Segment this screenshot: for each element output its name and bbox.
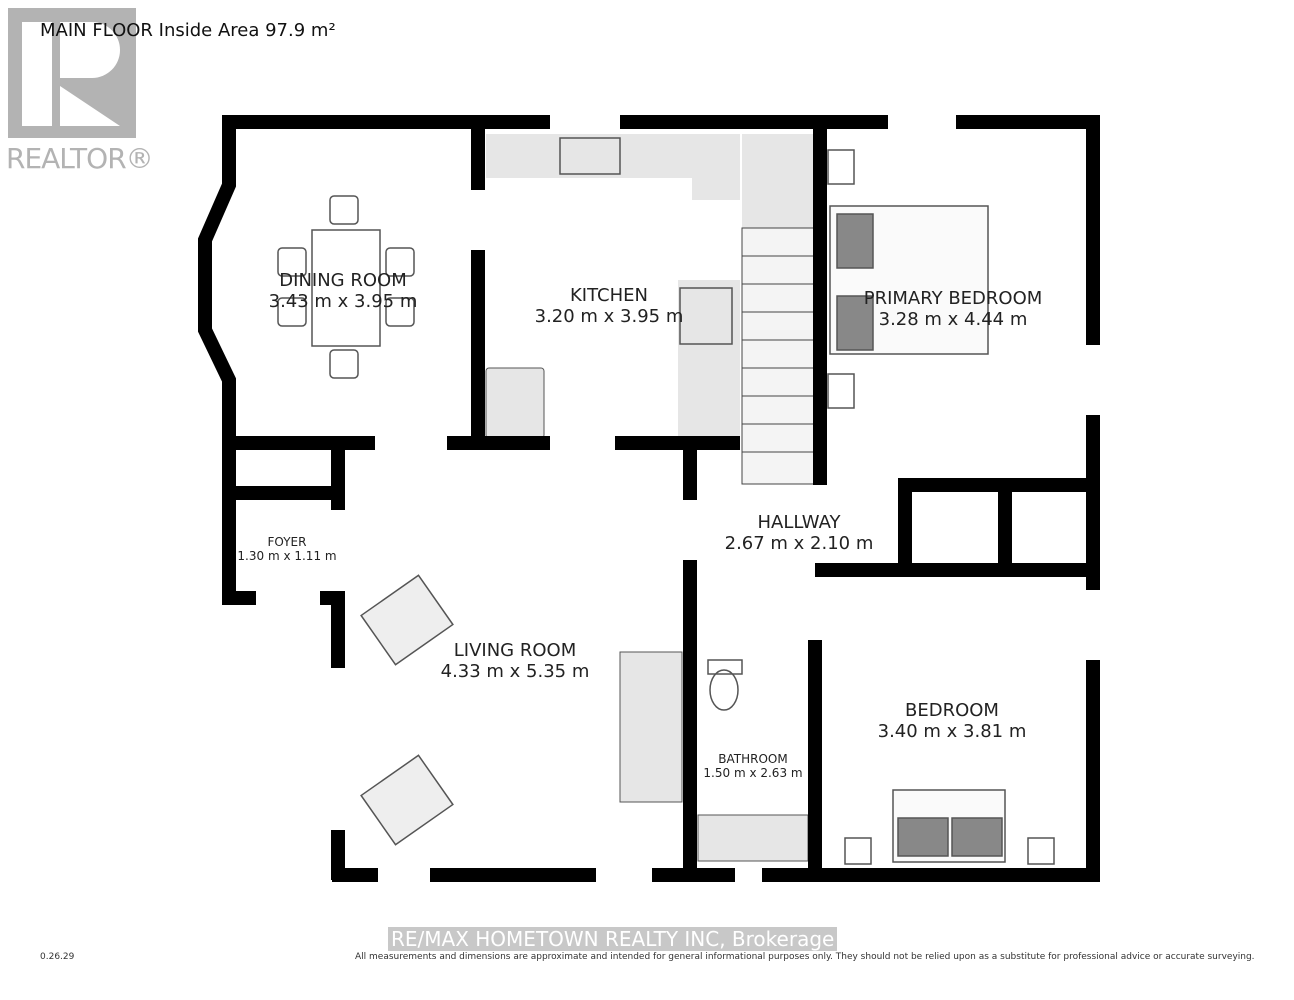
room-dimensions: 3.28 m x 4.44 m: [878, 309, 1028, 330]
counters: [485, 134, 818, 862]
room-dimensions: 2.67 m x 2.10 m: [724, 533, 874, 554]
realtor-logo: [8, 8, 136, 138]
room-name: LIVING ROOM: [453, 640, 577, 661]
realtor-logo-text: REALTOR®: [6, 142, 154, 175]
room-dimensions: 1.30 m x 1.11 m: [237, 549, 337, 563]
stairs: [741, 227, 819, 485]
room-name: FOYER: [267, 535, 307, 549]
room-dimensions: 3.40 m x 3.81 m: [877, 721, 1027, 742]
walls: [198, 115, 1100, 882]
room-dimensions: 4.33 m x 5.35 m: [440, 661, 590, 682]
version-label: 0.26.29: [40, 952, 75, 962]
room-name: PRIMARY BEDROOM: [863, 288, 1043, 309]
room-dimensions: 1.50 m x 2.63 m: [703, 766, 803, 780]
brokerage-watermark: RE/MAX HOMETOWN REALTY INC, Brokerage: [388, 927, 838, 951]
fixtures: [277, 137, 1055, 865]
floor-title: MAIN FLOOR Inside Area 97.9 m²: [40, 20, 336, 41]
room-name: BATHROOM: [718, 752, 788, 766]
room-name: KITCHEN: [569, 285, 648, 306]
room-dimensions: 3.20 m x 3.95 m: [534, 306, 684, 327]
room-dimensions: 3.43 m x 3.95 m: [268, 291, 418, 312]
room-name: DINING ROOM: [279, 270, 407, 291]
room-name: BEDROOM: [905, 700, 999, 721]
room-name: HALLWAY: [757, 512, 841, 533]
disclaimer: All measurements and dimensions are appr…: [355, 952, 1255, 962]
